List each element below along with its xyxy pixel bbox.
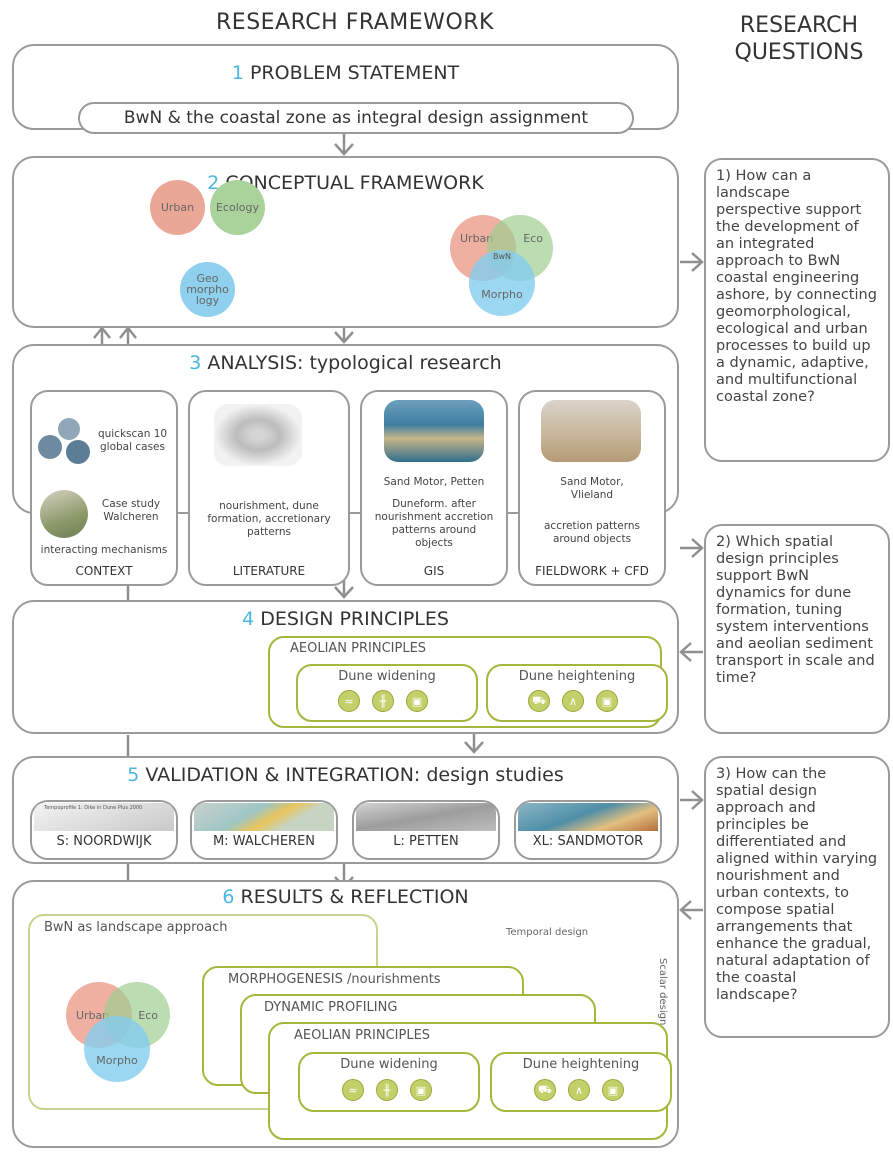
step-number: 3 (189, 352, 202, 374)
fieldwork-label: FIELDWORK + CFD (535, 564, 649, 578)
aeolian-principles-label: AEOLIAN PRINCIPLES (290, 641, 427, 656)
fieldwork-text: accretion patterns around objects (543, 520, 641, 545)
eco-venn-label: Eco (523, 232, 543, 245)
research-question-3: 3) How can the spatial design approach a… (704, 756, 890, 1038)
step-number: 6 (222, 886, 235, 908)
results-heightening-icon-3: ▣ (602, 1079, 624, 1101)
quickscan-photo-2 (38, 435, 62, 459)
temporal-design-label: Temporal design (506, 927, 589, 938)
problem-statement-title: 1 PROBLEM STATEMENT (12, 62, 679, 84)
step-title: ANALYSIS: typological research (207, 352, 502, 374)
results-dune-widening-label: Dune widening (340, 1057, 438, 1072)
context-label: CONTEXT (75, 564, 133, 578)
step-title: DESIGN PRINCIPLES (260, 608, 449, 630)
results-heightening-icon-1: ⛟ (534, 1079, 556, 1101)
step-title: CONCEPTUAL FRAMEWORK (225, 172, 484, 194)
step-number: 5 (127, 764, 140, 786)
results-widening-icon-3: ▣ (410, 1079, 432, 1101)
analysis-title: 3 ANALYSIS: typological research (12, 352, 679, 374)
dune-heightening-label: Dune heightening (518, 669, 636, 684)
scalar-design-label: Scalar design (657, 958, 668, 1026)
dynamic-profiling-label: DYNAMIC PROFILING (264, 1000, 398, 1015)
widening-icon-1: ≈ (338, 690, 360, 712)
fieldwork-photo (541, 400, 641, 462)
noordwijk-label: S: NOORDWIJK (56, 834, 152, 849)
fieldwork-place: Sand Motor, Vlieland (560, 476, 624, 501)
conceptual-framework-title: 2 CONCEPTUAL FRAMEWORK (12, 172, 679, 194)
design-principles-title: 4 DESIGN PRINCIPLES (12, 608, 679, 630)
widening-icon-3: ▣ (406, 690, 428, 712)
petten-image (356, 803, 496, 831)
urban-venn-label: Urban (460, 232, 494, 245)
step-title: PROBLEM STATEMENT (249, 62, 460, 84)
dune-heightening-frame (486, 664, 668, 722)
widening-icon-2: ╫ (372, 690, 394, 712)
urban-circle: Urban (150, 180, 205, 235)
results-morpho-label: Morpho (96, 1054, 138, 1067)
gis-text: Duneform. after nourishment accretion pa… (374, 498, 494, 549)
research-question-1: 1) How can a landscape perspective suppo… (704, 158, 890, 462)
step-title: VALIDATION & INTEGRATION: design studies (145, 764, 564, 786)
literature-label: LITERATURE (232, 564, 306, 578)
geomorphology-circle: Geo morpho logy (180, 262, 235, 317)
bwn-venn-label: BwN (492, 252, 511, 261)
noordwijk-caption: Tempoprofile 1: Dike in Dune Plus 2000 (44, 805, 143, 811)
quickscan-photo-3 (66, 440, 90, 464)
results-heightening-icon-2: ∧ (568, 1079, 590, 1101)
results-widening-icon-1: ≈ (342, 1079, 364, 1101)
literature-text: nourishment, dune formation, accretionar… (207, 500, 331, 538)
questions-heading: RESEARCH QUESTIONS (705, 12, 893, 66)
problem-statement-subtitle: BwN & the coastal zone as integral desig… (78, 102, 634, 134)
research-question-2: 2) Which spatial design principles suppo… (704, 524, 890, 734)
heightening-icon-1: ⛟ (528, 690, 550, 712)
quickscan-photo-1 (58, 418, 80, 440)
validation-title: 5 VALIDATION & INTEGRATION: design studi… (12, 764, 679, 786)
results-dune-heightening-label: Dune heightening (522, 1057, 640, 1072)
results-widening-icon-2: ╫ (376, 1079, 398, 1101)
framework-heading: RESEARCH FRAMEWORK (216, 10, 494, 35)
morphogenesis-label: MORPHOGENESIS /nourishments (228, 972, 441, 987)
bwn-landscape-label: BwN as landscape approach (44, 920, 228, 935)
results-urban-label: Urban (76, 1008, 110, 1022)
questions-heading-line1: RESEARCH (739, 13, 859, 38)
literature-sketch (214, 404, 302, 466)
quickscan-text: quickscan 10 global cases (97, 428, 168, 453)
walcheren-label: M: WALCHEREN (212, 834, 316, 849)
case-study-text: Case study Walcheren (101, 498, 161, 523)
walcheren-photo (40, 490, 88, 538)
dune-widening-label: Dune widening (338, 669, 436, 684)
gis-label: GIS (423, 564, 445, 578)
results-eco-label: Eco (138, 1008, 158, 1022)
step-number: 4 (242, 608, 255, 630)
sandmotor-label: XL: SANDMOTOR (532, 834, 644, 849)
sandmotor-image (518, 803, 658, 831)
interacting-mechanisms-text: interacting mechanisms (40, 544, 168, 556)
results-aeolian-label: AEOLIAN PRINCIPLES (294, 1028, 431, 1043)
step-number: 1 (231, 62, 244, 84)
morpho-venn-circle: Morpho (469, 250, 535, 316)
noordwijk-image (34, 803, 174, 831)
heightening-icon-3: ▣ (596, 690, 618, 712)
heightening-icon-2: ∧ (562, 690, 584, 712)
petten-label: L: PETTEN (393, 834, 459, 849)
step-title: RESULTS & REFLECTION (240, 886, 469, 908)
conceptual-framework-box (12, 156, 679, 328)
gis-photo (384, 400, 484, 462)
results-morpho-circle: Morpho (84, 1016, 150, 1082)
questions-heading-line2: QUESTIONS (734, 40, 864, 65)
walcheren-map (194, 803, 334, 831)
gis-place: Sand Motor, Petten (383, 476, 485, 488)
morpho-venn-label: Morpho (481, 288, 523, 301)
ecology-circle: Ecology (210, 180, 265, 235)
context-card (30, 390, 178, 586)
results-title: 6 RESULTS & REFLECTION (12, 886, 679, 908)
